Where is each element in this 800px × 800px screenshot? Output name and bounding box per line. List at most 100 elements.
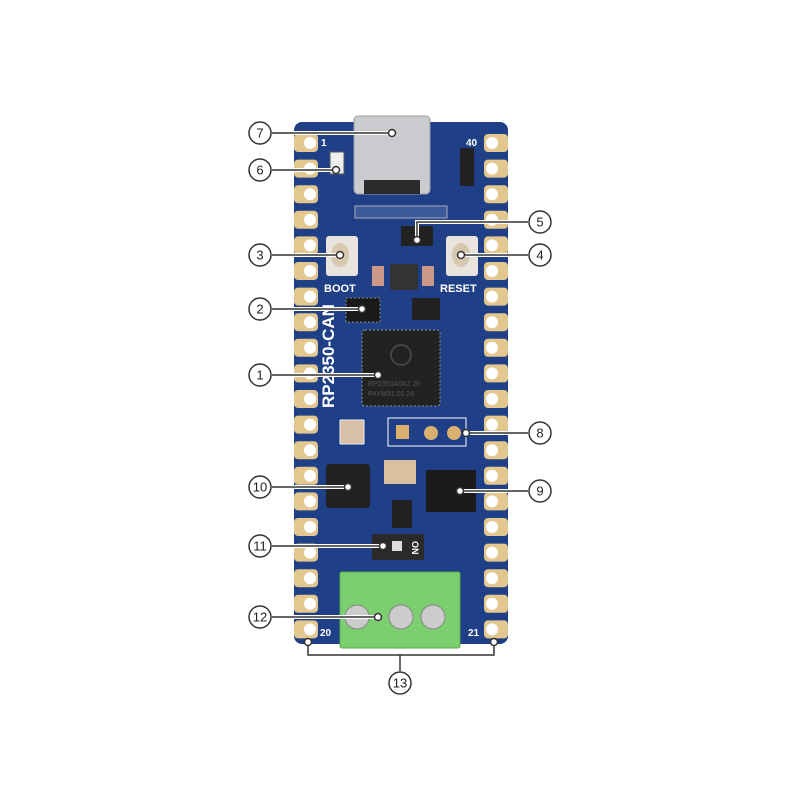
pin-21-label: 21 <box>468 628 480 639</box>
pin-hole <box>304 290 316 303</box>
pin-hole <box>486 444 498 457</box>
pin-hole <box>304 239 316 252</box>
pin-hole <box>486 546 498 559</box>
usb-c-shield <box>364 180 420 194</box>
leader-dot <box>455 486 465 496</box>
pin-hole <box>486 521 498 533</box>
callout-number: 4 <box>536 248 543 263</box>
callout-circle <box>248 363 272 387</box>
callout-circle <box>248 297 272 321</box>
pin-hole <box>304 137 316 149</box>
chip-marking-2: PAYM31.00 24 <box>368 391 414 398</box>
header-pad <box>424 426 438 440</box>
callout-number: 8 <box>536 426 543 441</box>
pin-hole <box>486 290 498 303</box>
pin-hole <box>486 572 498 585</box>
pin-hole <box>486 239 498 252</box>
callout-number: 1 <box>256 368 263 383</box>
leader-dot <box>373 370 383 380</box>
pin-hole <box>304 572 316 585</box>
callout-circle <box>248 158 272 182</box>
callout-number: 6 <box>256 163 263 178</box>
leader-dot <box>461 428 471 438</box>
rp2350-chip <box>361 329 441 407</box>
test-pads <box>354 205 448 219</box>
leader-dot <box>373 612 383 622</box>
switch-on-label: ON <box>410 541 420 555</box>
pin-hole <box>486 623 498 636</box>
callout-8: 8 <box>461 421 552 445</box>
leader-line <box>307 642 495 671</box>
leader-dot <box>303 637 313 647</box>
leader-dot <box>387 128 397 138</box>
pin-hole <box>486 393 498 405</box>
callout-6: 6 <box>248 158 341 182</box>
callout-7: 7 <box>248 121 397 145</box>
pin-hole <box>304 444 316 457</box>
leader-dot <box>489 637 499 647</box>
pin-hole <box>486 495 498 508</box>
pin-hole <box>486 367 498 380</box>
pin-hole <box>486 162 498 175</box>
leader-dot <box>343 482 353 492</box>
header-pad <box>396 425 409 439</box>
callout-number: 10 <box>253 480 267 495</box>
pin-hole <box>486 418 498 431</box>
raspberry-logo <box>390 344 412 366</box>
callout-12: 12 <box>248 605 383 629</box>
pin-hole <box>304 316 316 329</box>
leader-dot <box>456 250 466 260</box>
pin-hole <box>304 393 316 405</box>
crystal <box>339 419 365 445</box>
pin-40-label: 40 <box>466 138 478 149</box>
pin-hole <box>304 521 316 533</box>
switch-toggle[interactable] <box>392 541 402 551</box>
capacitor <box>422 266 434 286</box>
pin-hole <box>304 213 316 226</box>
leader-dot <box>412 235 422 245</box>
pin-1-label: 1 <box>321 138 327 149</box>
callout-circle <box>528 421 552 445</box>
chip-marking-1: RP2350A0A2 20 <box>368 381 420 388</box>
callout-13: 13 <box>303 637 499 695</box>
callout-1: 1 <box>248 363 383 387</box>
pin-hole <box>304 469 316 482</box>
callout-circle <box>248 243 272 267</box>
callout-4: 4 <box>456 243 552 267</box>
inductor <box>390 264 418 290</box>
callout-number: 7 <box>256 126 263 141</box>
callout-number: 3 <box>256 248 263 263</box>
screw-terminal[interactable] <box>339 571 461 649</box>
callout-circle <box>528 243 552 267</box>
mosfet <box>412 298 440 320</box>
callout-number: 5 <box>536 215 543 230</box>
pin-hole <box>486 597 498 610</box>
pin-hole <box>486 188 498 201</box>
pin-hole <box>304 418 316 431</box>
pin-hole <box>486 137 498 149</box>
pin-headers <box>294 134 508 639</box>
leader-dot <box>357 304 367 314</box>
leader-dot <box>335 250 345 260</box>
pin-hole <box>304 341 316 354</box>
callout-5: 5 <box>412 210 552 245</box>
pin-hole <box>304 546 316 559</box>
callout-9: 9 <box>455 479 552 503</box>
callout-circle <box>248 534 272 558</box>
pin-hole <box>486 265 498 277</box>
callout-circle <box>248 475 272 499</box>
callout-number: 9 <box>536 484 543 499</box>
pin-hole <box>486 341 498 354</box>
oscillator <box>384 460 416 484</box>
leader-line <box>416 221 528 240</box>
pin-hole <box>304 597 316 610</box>
callout-circle <box>388 671 412 695</box>
callout-circle <box>248 121 272 145</box>
callout-circle <box>528 210 552 234</box>
board-name: RP2350-CAN <box>319 304 338 408</box>
leader-dot <box>378 541 388 551</box>
callout-10: 10 <box>248 475 353 499</box>
reset-label: RESET <box>440 283 477 295</box>
